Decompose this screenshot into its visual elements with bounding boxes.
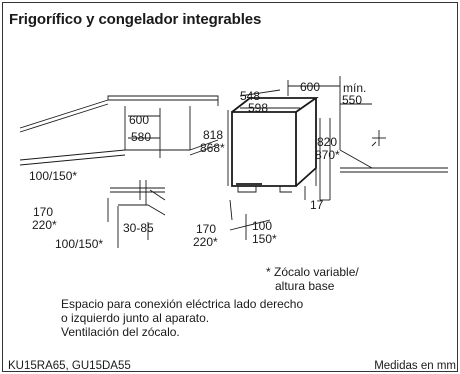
note-zocalo-1: * Zócalo variable/ <box>266 265 359 279</box>
cabinet-niche-drawing <box>19 95 219 248</box>
dim-868: 868* <box>200 141 225 155</box>
dim-170-a: 170 <box>33 205 53 219</box>
note-zocalo-2: altura base <box>275 279 335 293</box>
dim-100-150-a: 100/150* <box>29 169 77 183</box>
dim-min-label: mín. <box>343 81 366 95</box>
dim-220-b: 220* <box>193 235 218 249</box>
dim-870: 870* <box>315 148 340 162</box>
dim-818: 818 <box>203 128 223 142</box>
units-label: Medidas en mm <box>374 360 456 372</box>
note-conexion-2: o izquierdo junto al aparato. <box>61 311 210 325</box>
page-title: Frigorífico y congelador integrables <box>9 11 262 28</box>
dim-820: 820 <box>317 135 337 149</box>
dim-30-85: 30-85 <box>123 221 154 235</box>
dim-17: 17 <box>310 198 324 212</box>
dim-100-150-b: 100/150* <box>55 237 103 251</box>
appliance-drawing <box>227 76 448 240</box>
dim-550: 550 <box>342 93 362 107</box>
dim-150-b: 150* <box>252 232 277 246</box>
dim-220-a: 220* <box>32 218 57 232</box>
dim-170-b: 170 <box>196 222 216 236</box>
dim-598: 598 <box>248 101 268 115</box>
model-numbers: KU15RA65, GU15DA55 <box>8 360 131 372</box>
dim-100-b: 100 <box>252 219 272 233</box>
dim-600-left: 600 <box>129 113 149 127</box>
dim-600-right: 600 <box>300 80 320 94</box>
note-conexion-1: Espacio para conexión eléctrica lado der… <box>61 297 304 311</box>
dim-548: 548 <box>240 89 260 103</box>
note-conexion-3: Ventilación del zócalo. <box>61 325 180 339</box>
dim-580: 580 <box>131 130 151 144</box>
